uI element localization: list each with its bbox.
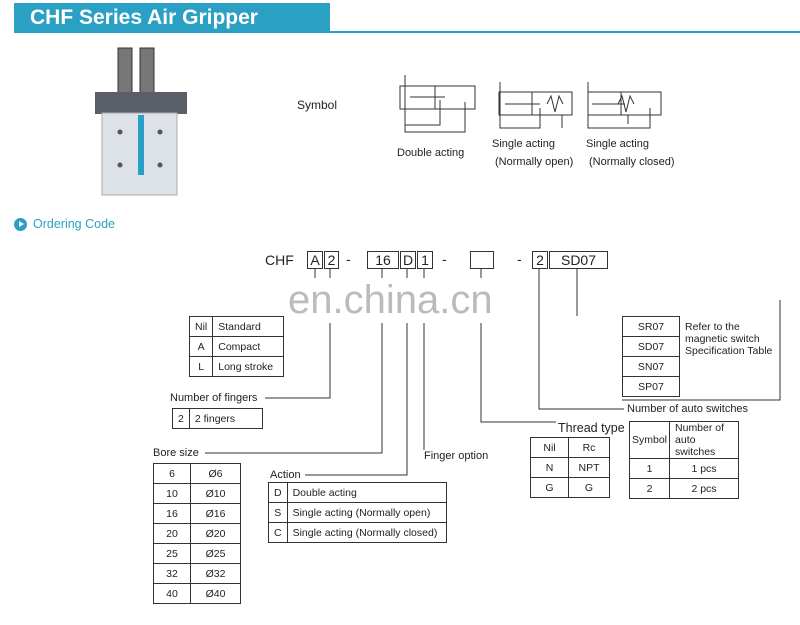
code-switch-count: 2 bbox=[532, 251, 548, 269]
single-acting-closed-symbol bbox=[587, 82, 662, 129]
finger-option-label: Finger option bbox=[424, 450, 489, 462]
ordering-code-heading: Ordering Code bbox=[33, 217, 115, 231]
single-acting-open-symbol bbox=[498, 82, 573, 129]
single-closed-caption-1: Single acting bbox=[586, 138, 649, 150]
single-open-caption-1: Single acting bbox=[492, 138, 555, 150]
bore-size-label: Bore size bbox=[153, 447, 199, 459]
code-switch: SD07 bbox=[549, 251, 608, 269]
code-dash: - bbox=[517, 251, 522, 267]
code-prefix: CHF bbox=[265, 252, 294, 268]
fingers-label: Number of fingers bbox=[170, 392, 258, 404]
code-dash: - bbox=[442, 251, 447, 267]
header-divider bbox=[14, 31, 800, 33]
auto-switch-count-label: Number of auto switches bbox=[627, 403, 749, 415]
action-label: Action bbox=[270, 469, 301, 481]
code-fingers: 2 bbox=[324, 251, 339, 269]
thread-type-label: Thread type bbox=[558, 421, 625, 435]
code-finger-option: 1 bbox=[417, 251, 433, 269]
gripper-product-image bbox=[95, 47, 187, 196]
code-dash: - bbox=[346, 251, 351, 267]
symbol-label: Symbol bbox=[297, 98, 338, 112]
code-type: A bbox=[307, 251, 323, 269]
double-acting-symbol bbox=[399, 75, 476, 133]
code-action: D bbox=[400, 251, 416, 269]
code-bore: 16 bbox=[367, 251, 399, 269]
single-closed-caption-2: (Normally closed) bbox=[589, 156, 675, 168]
single-open-caption-2: (Normally open) bbox=[495, 156, 574, 168]
code-thread bbox=[470, 251, 494, 269]
double-acting-caption: Double acting bbox=[397, 147, 465, 159]
play-circle-icon bbox=[14, 218, 27, 231]
page-title: CHF Series Air Gripper bbox=[14, 3, 330, 32]
watermark: en.china.cn bbox=[288, 278, 493, 323]
